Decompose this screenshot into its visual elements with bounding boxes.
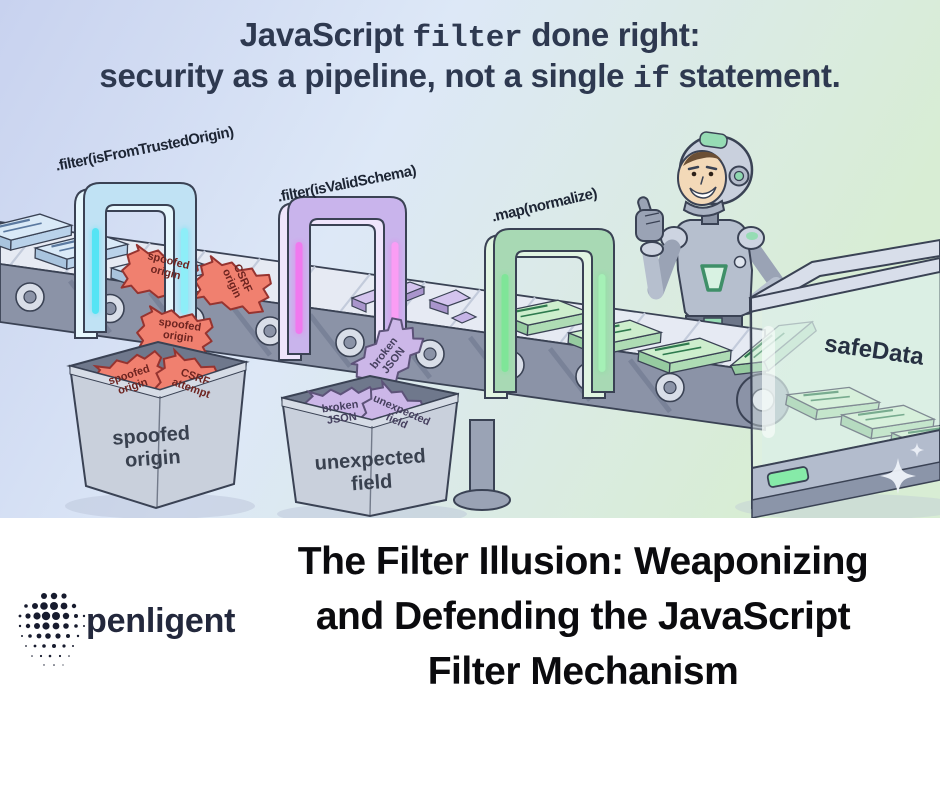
paper-bin-broken-json: broken JSON (321, 398, 360, 427)
article-title-line2: and Defending the JavaScript (315, 595, 851, 638)
article-title-line3: Filter Mechanism (427, 650, 739, 693)
gate-normalize (484, 228, 615, 399)
penligent-brand-name: penligent (86, 602, 236, 640)
container-indicator-light (766, 466, 810, 488)
penligent-logo-icon (18, 592, 86, 666)
bin-label-spoofed-origin: spoofed origin (111, 422, 191, 472)
thumbs-up-icon (635, 196, 664, 242)
article-title: The Filter Illusion: Weaponizing and Def… (220, 534, 940, 699)
safedata-container (748, 238, 940, 518)
hero-title-line1: JavaScript filter done right: (239, 16, 701, 56)
reject-bin-spoofed-origin (66, 340, 250, 510)
pipeline-illustration (0, 0, 940, 518)
reject-bin-unexpected-field (280, 374, 460, 518)
bin-label-unexpected-field: unexpected field (313, 445, 427, 496)
conveyor-support (453, 419, 511, 511)
broken-json-fragments (350, 281, 478, 324)
hero-title-line2: security as a pipeline, not a single if … (99, 57, 841, 97)
article-title-line1: The Filter Illusion: Weaponizing (297, 540, 869, 583)
